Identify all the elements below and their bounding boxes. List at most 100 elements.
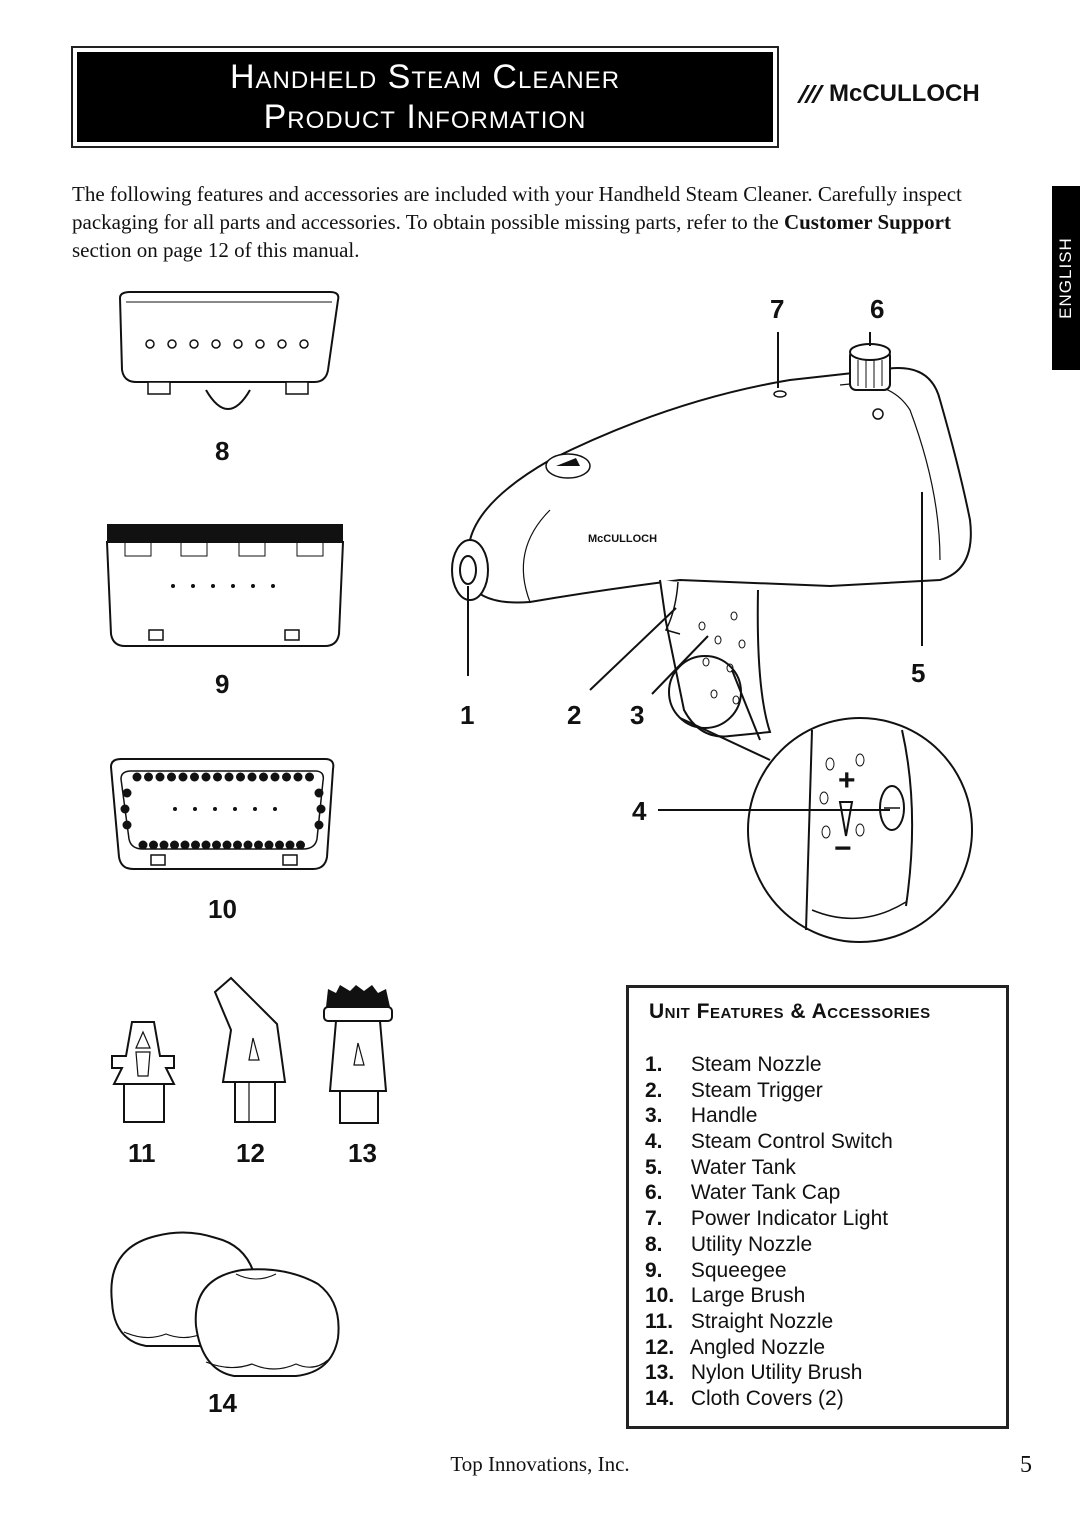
- legend-item-label: Large Brush: [690, 1284, 806, 1308]
- legend-item-number: 4.: [645, 1130, 663, 1154]
- bristle-dot: [167, 772, 176, 782]
- bristle-dot: [293, 772, 303, 782]
- legend-item: 10. Large Brush: [645, 1283, 893, 1309]
- straight-nozzle-illustration: [111, 1021, 176, 1123]
- legend-item: 14. Cloth Covers (2): [645, 1386, 893, 1412]
- intro-text-before: The following features and accessories a…: [72, 182, 962, 234]
- legend-item: 3. Handle: [645, 1103, 893, 1129]
- large-brush-illustration: [109, 758, 335, 870]
- legend-title: Unit Features & Accessories: [649, 1000, 931, 1023]
- legend-item-number: 3.: [645, 1104, 663, 1128]
- utility-nozzle-illustration: [118, 291, 340, 410]
- steam-cleaner-unit-illustration: McCULLOCH: [451, 332, 973, 943]
- bristle-dot: [270, 772, 280, 782]
- legend-item-label: Straight Nozzle: [690, 1309, 834, 1333]
- bristle-dot: [159, 840, 169, 850]
- bristle-dot: [122, 788, 132, 798]
- bristle-dot: [305, 772, 314, 782]
- bristle-dot: [259, 772, 268, 782]
- bristle-dot: [201, 772, 211, 782]
- footer-company: Top Innovations, Inc.: [450, 1452, 630, 1476]
- callout-1: 1: [460, 700, 475, 730]
- plus-sign: +: [838, 764, 856, 797]
- legend-item-number: 9.: [645, 1258, 663, 1282]
- intro-text-after: section on page 12 of this manual.: [72, 238, 360, 262]
- bristle-dot: [178, 772, 188, 782]
- bristle-dot: [316, 804, 326, 814]
- features-legend: Unit Features & Accessories 1. Steam Noz…: [626, 985, 1009, 1429]
- legend-item: 1. Steam Nozzle: [645, 1052, 893, 1078]
- bristle-dot: [254, 840, 263, 850]
- callout-2: 2: [567, 700, 582, 730]
- legend-item-number: 2.: [645, 1078, 663, 1102]
- bristle-dot: [314, 820, 324, 830]
- bristle-dot: [155, 772, 165, 782]
- legend-item-label: Water Tank Cap: [690, 1181, 841, 1205]
- unit-logo: McCULLOCH: [588, 533, 657, 545]
- bristle-dot: [190, 772, 199, 782]
- callout-10: 10: [208, 894, 237, 924]
- bristle-dot: [132, 772, 142, 782]
- legend-item-number: 12.: [645, 1335, 675, 1359]
- legend-item: 13. Nylon Utility Brush: [645, 1360, 893, 1386]
- page-number: 5: [1020, 1452, 1032, 1478]
- legend-item: 6. Water Tank Cap: [645, 1180, 893, 1206]
- legend-item-number: 1.: [645, 1053, 663, 1076]
- language-tab-label: ENGLISH: [1056, 237, 1075, 319]
- legend-item: 4. Steam Control Switch: [645, 1129, 893, 1155]
- squeegee-illustration: [105, 524, 345, 647]
- legend-item-number: 10.: [645, 1284, 675, 1308]
- legend-item-number: 6.: [645, 1181, 663, 1205]
- callout-3: 3: [630, 700, 645, 730]
- legend-item-label: Steam Nozzle: [690, 1053, 822, 1076]
- legend-item-number: 5.: [645, 1155, 663, 1179]
- cloth-covers-illustration: [110, 1231, 340, 1377]
- legend-item-number: 8.: [645, 1232, 663, 1256]
- bristle-dot: [201, 840, 211, 850]
- callout-5: 5: [911, 658, 926, 688]
- brand-name: McCULLOCH: [829, 80, 980, 107]
- legend-item: 2. Steam Trigger: [645, 1078, 893, 1104]
- callout-8: 8: [215, 436, 230, 466]
- legend-item: 11. Straight Nozzle: [645, 1309, 893, 1335]
- bristle-dot: [247, 772, 257, 782]
- legend-item-number: 13.: [645, 1361, 675, 1385]
- callout-4: 4: [632, 796, 647, 826]
- bristle-dot: [224, 772, 234, 782]
- callout-9: 9: [215, 669, 230, 699]
- bristle-dot: [180, 840, 190, 850]
- bristle-dot: [264, 840, 274, 850]
- bristle-dot: [138, 840, 148, 850]
- intro-paragraph: The following features and accessories a…: [72, 180, 1002, 264]
- bristle-dot: [243, 840, 253, 850]
- legend-item-label: Handle: [690, 1104, 758, 1128]
- header-title-line2: Product Information: [263, 98, 587, 136]
- callout-13: 13: [348, 1138, 377, 1168]
- legend-item-label: Steam Trigger: [690, 1078, 823, 1102]
- legend-item: 12. Angled Nozzle: [645, 1335, 893, 1361]
- callout-12: 12: [236, 1138, 265, 1168]
- legend-item: 9. Squeegee: [645, 1258, 893, 1284]
- callout-7: 7: [770, 294, 785, 324]
- bristle-dot: [285, 840, 295, 850]
- legend-item: 7. Power Indicator Light: [645, 1206, 893, 1232]
- angled-nozzle-illustration: [213, 976, 287, 1123]
- bristle-dot: [191, 840, 200, 850]
- legend-item-number: 14.: [645, 1386, 675, 1410]
- bristle-dot: [149, 840, 158, 850]
- header-title: Handheld Steam Cleaner Product Informati…: [77, 52, 773, 142]
- brand-mark-icon: [797, 85, 824, 103]
- header-banner: Handheld Steam Cleaner Product Informati…: [71, 46, 779, 148]
- header-title-line1: Handheld Steam Cleaner: [229, 58, 621, 96]
- intro-bold-link: Customer Support: [783, 210, 951, 234]
- legend-item-label: Nylon Utility Brush: [690, 1361, 863, 1385]
- legend-item-label: Cloth Covers (2): [690, 1386, 844, 1410]
- bristle-dot: [233, 840, 242, 850]
- legend-item-number: 7.: [645, 1207, 663, 1231]
- legend-item: 8. Utility Nozzle: [645, 1232, 893, 1258]
- bristle-dot: [212, 840, 221, 850]
- bristle-dot: [275, 840, 284, 850]
- bristle-dot: [222, 840, 232, 850]
- bristle-dot: [120, 804, 130, 814]
- callout-6: 6: [870, 294, 885, 324]
